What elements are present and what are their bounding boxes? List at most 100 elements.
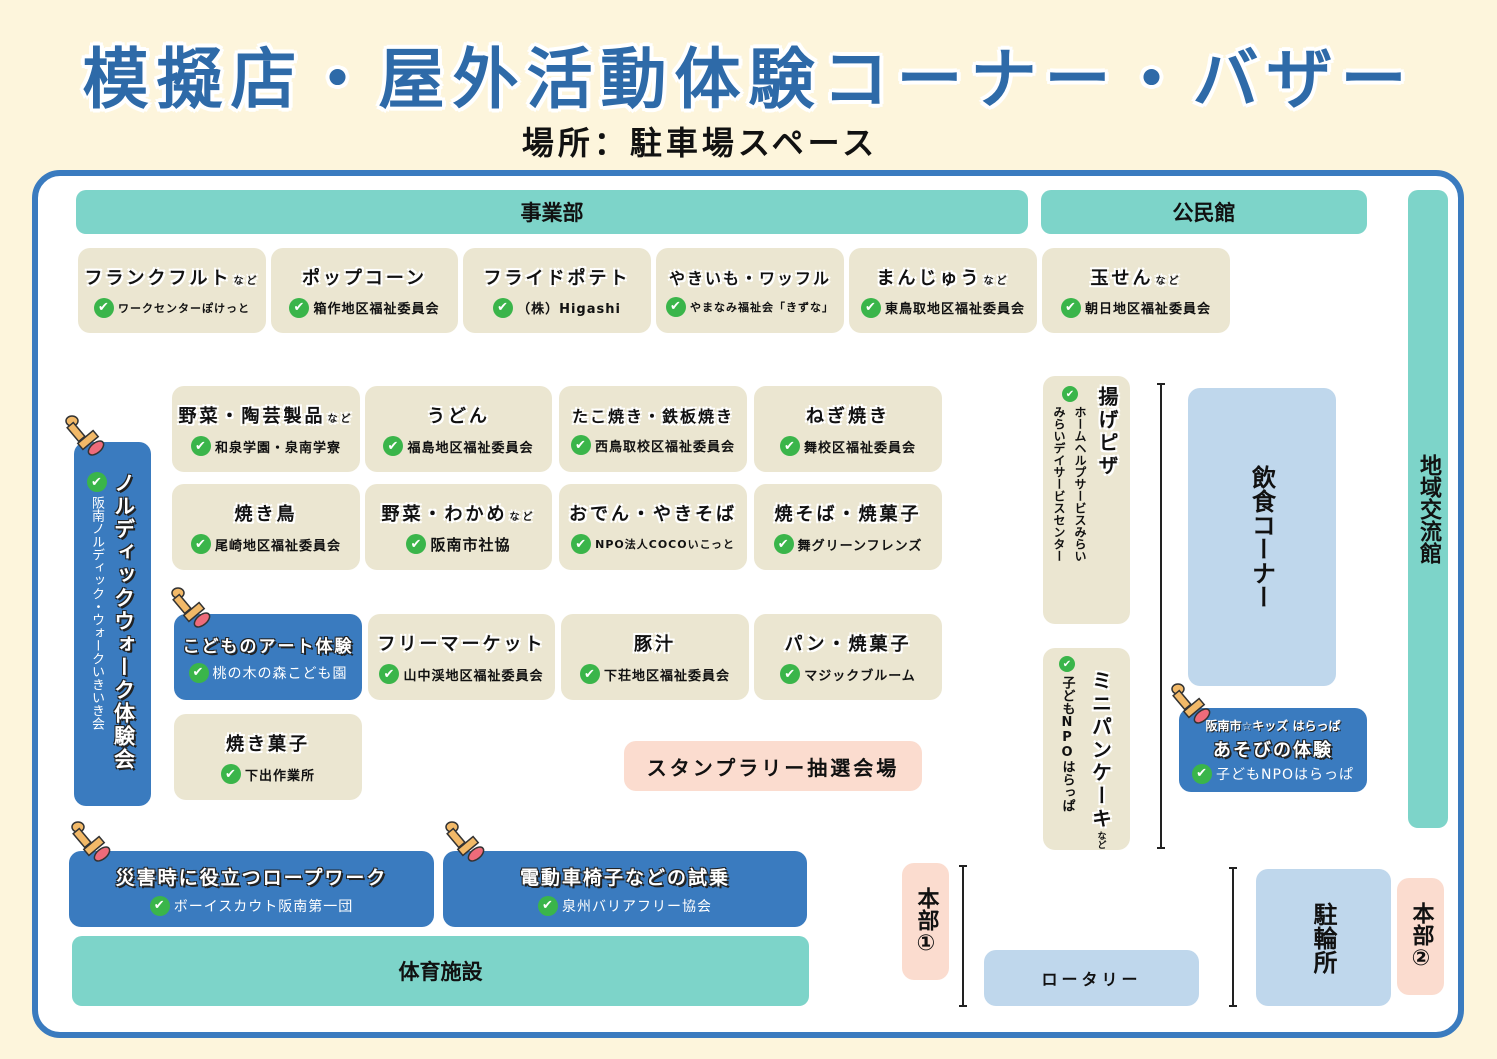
- experience-name: ノルディックウォーク体験会: [111, 472, 136, 771]
- booth-org: ✔阪南市社協: [406, 534, 510, 555]
- experience-prefix: 阪南市☆キッズ はらっぱ: [1205, 718, 1341, 733]
- zone-rotary: ロータリー: [984, 950, 1199, 1006]
- experience-wheelchair[interactable]: 電動車椅子などの試乗 ✔泉州バリアフリー協会: [443, 851, 807, 927]
- booth-name: 野菜・わかめなど: [381, 503, 536, 525]
- booth-grid-9[interactable]: 豚汁 ✔下荘地区福祉委員会: [561, 614, 749, 700]
- zone-label: 本部②: [1408, 902, 1434, 971]
- booth-org: ✔ワークセンターぽけっと: [94, 297, 250, 318]
- check-icon: ✔: [190, 436, 211, 456]
- check-icon: ✔: [1192, 763, 1213, 784]
- check-icon: ✔: [538, 895, 558, 916]
- booth-grid-8[interactable]: フリーマーケット ✔山中渓地区福祉委員会: [368, 614, 555, 700]
- experience-org: ✔子どもNPOはらっぱ: [1192, 763, 1354, 784]
- venue-label: スタンプラリー抽選会場: [646, 755, 900, 780]
- stamp-icon: [445, 821, 485, 862]
- check-icon: ✔: [188, 662, 209, 683]
- check-icon: ✔: [94, 297, 114, 318]
- booth-top-3[interactable]: やきいも・ワッフル ✔やまなみ福祉会「きずな」: [656, 248, 844, 333]
- booth-name: まんじゅうなど: [876, 267, 1010, 289]
- check-icon: ✔: [149, 895, 170, 916]
- booth-grid-10[interactable]: パン・焼菓子 ✔マジックブルーム: [754, 614, 942, 700]
- nado-label: など: [1095, 831, 1106, 849]
- honbu-1: 本部①: [902, 863, 949, 980]
- zone-label: 駐輪所: [1309, 901, 1337, 974]
- booth-grid-3[interactable]: ねぎ焼き ✔舞校区福祉委員会: [754, 386, 942, 472]
- zone-label: 本部①: [913, 887, 939, 956]
- check-icon: ✔: [666, 296, 686, 317]
- booth-org: ホームヘルプサービスみらい: [1073, 406, 1087, 562]
- experience-art[interactable]: こどものアート体験 ✔桃の木の森こども園: [174, 614, 362, 700]
- booth-top-1[interactable]: ポップコーン ✔箱作地区福祉委員会: [271, 248, 458, 333]
- check-icon: ✔: [1060, 297, 1081, 318]
- zone-label: 公民館: [1172, 201, 1236, 225]
- booth-grid-2[interactable]: たこ焼き・鉄板焼き ✔西鳥取校区福祉委員会: [559, 386, 747, 472]
- zone-label: 事業部: [520, 201, 584, 225]
- booth-org: ✔マジックブルーム: [780, 664, 916, 684]
- booth-name: 焼そば・焼菓子: [774, 504, 922, 525]
- experience-name: 災害時に役立つロープワーク: [115, 866, 388, 889]
- check-icon: ✔: [86, 472, 107, 492]
- check-icon: ✔: [220, 764, 241, 784]
- check-icon: ✔: [1059, 656, 1075, 672]
- divider-line: [959, 865, 967, 1007]
- booth-grid-5[interactable]: 野菜・わかめなど ✔阪南市社協: [365, 484, 552, 570]
- zone-inshoku-corner: 飲食コーナー: [1188, 388, 1336, 686]
- experience-org: ✔ボーイスカウト阪南第一団: [149, 895, 354, 916]
- experience-org: 阪南ノルディック・ウォークいきいき会: [89, 496, 104, 730]
- zone-churinjo: 駐輪所: [1256, 869, 1391, 1006]
- booth-name: 焼き鳥: [234, 504, 298, 525]
- booth-name: フランクフルトなど: [84, 267, 260, 289]
- booth-name: フリーマーケット: [377, 634, 546, 655]
- booth-agepizza[interactable]: 揚げピザ ✔ ホームヘルプサービスみらい みらいデイサービスセンター: [1043, 376, 1130, 624]
- booth-top-2[interactable]: フライドポテト ✔（株）Higashi: [463, 248, 651, 333]
- booth-name: パン・焼菓子: [784, 634, 912, 655]
- divider-line: [1229, 867, 1237, 1007]
- booth-grid-11[interactable]: 焼き菓子 ✔下出作業所: [174, 714, 362, 800]
- divider-line: [1157, 383, 1165, 849]
- page-title: 模擬店・屋外活動体験コーナー・バザー: [82, 41, 1415, 118]
- location-subtitle: 場所：駐車場スペース: [521, 124, 879, 162]
- check-icon: ✔: [379, 664, 400, 684]
- booth-grid-0[interactable]: 野菜・陶芸製品など ✔和泉学園・泉南学寮: [172, 386, 360, 472]
- zone-kominkan: 公民館: [1041, 190, 1367, 234]
- zone-chiiki-koryukan: 地域交流館: [1408, 190, 1448, 828]
- booth-name: 野菜・陶芸製品など: [178, 406, 354, 427]
- booth-org: ✔下出作業所: [220, 764, 315, 784]
- booth-grid-7[interactable]: 焼そば・焼菓子 ✔舞グリーンフレンズ: [754, 484, 942, 570]
- booth-org: 子どもNPOはらっぱ: [1059, 676, 1075, 812]
- experience-name: こどものアート体験: [182, 636, 354, 657]
- booth-org: ✔NPO法人COCOいこっと: [571, 534, 735, 554]
- check-icon: ✔: [1062, 386, 1078, 402]
- zone-label: 地域交流館: [1416, 454, 1441, 564]
- booth-top-4[interactable]: まんじゅうなど ✔東鳥取地区福祉委員会: [849, 248, 1037, 333]
- stamp-icon: [1171, 683, 1211, 724]
- stamp-icon: [171, 587, 211, 628]
- booth-org: ✔朝日地区福祉委員会: [1060, 297, 1211, 318]
- booth-name: 豚汁: [634, 634, 676, 655]
- booth-top-0[interactable]: フランクフルトなど ✔ワークセンターぽけっと: [78, 248, 266, 333]
- zone-label: ロータリー: [1041, 970, 1142, 989]
- booth-name: ねぎ焼き: [806, 406, 890, 427]
- check-icon: ✔: [493, 297, 514, 318]
- booth-org: みらいデイサービスセンター: [1052, 406, 1066, 562]
- booth-org: ✔尾崎地区福祉委員会: [190, 534, 341, 554]
- experience-name: 電動車椅子などの試乗: [519, 866, 730, 889]
- booth-org: ✔福島地区福祉委員会: [383, 436, 533, 456]
- experience-rope[interactable]: 災害時に役立つロープワーク ✔ボーイスカウト阪南第一団: [69, 851, 434, 927]
- booth-grid-1[interactable]: うどん ✔福島地区福祉委員会: [365, 386, 552, 472]
- booth-name: 焼き菓子: [226, 734, 310, 755]
- booth-name: やきいも・ワッフル: [668, 268, 831, 288]
- booth-name: たこ焼き・鉄板焼き: [571, 407, 734, 426]
- experience-nordic[interactable]: ノルディックウォーク体験会 ✔ 阪南ノルディック・ウォークいきいき会: [74, 442, 151, 806]
- booth-top-5[interactable]: 玉せんなど ✔朝日地区福祉委員会: [1042, 248, 1230, 333]
- experience-asobi[interactable]: 阪南市☆キッズ はらっぱ あそびの体験 ✔子どもNPOはらっぱ: [1179, 708, 1367, 792]
- booth-grid-4[interactable]: 焼き鳥 ✔尾崎地区福祉委員会: [172, 484, 360, 570]
- check-icon: ✔: [571, 534, 592, 554]
- booth-org: ✔箱作地区福祉委員会: [289, 297, 439, 318]
- booth-org: ✔和泉学園・泉南学寮: [190, 436, 341, 456]
- booth-org: ✔山中渓地区福祉委員会: [379, 664, 543, 684]
- booth-name: 玉せんなど: [1090, 267, 1182, 289]
- booth-grid-6[interactable]: おでん・やきそば ✔NPO法人COCOいこっと: [559, 484, 747, 570]
- booth-name: うどん: [427, 406, 490, 427]
- booth-minipancake[interactable]: ミニパンケーキ など ✔ 子どもNPOはらっぱ: [1043, 648, 1130, 850]
